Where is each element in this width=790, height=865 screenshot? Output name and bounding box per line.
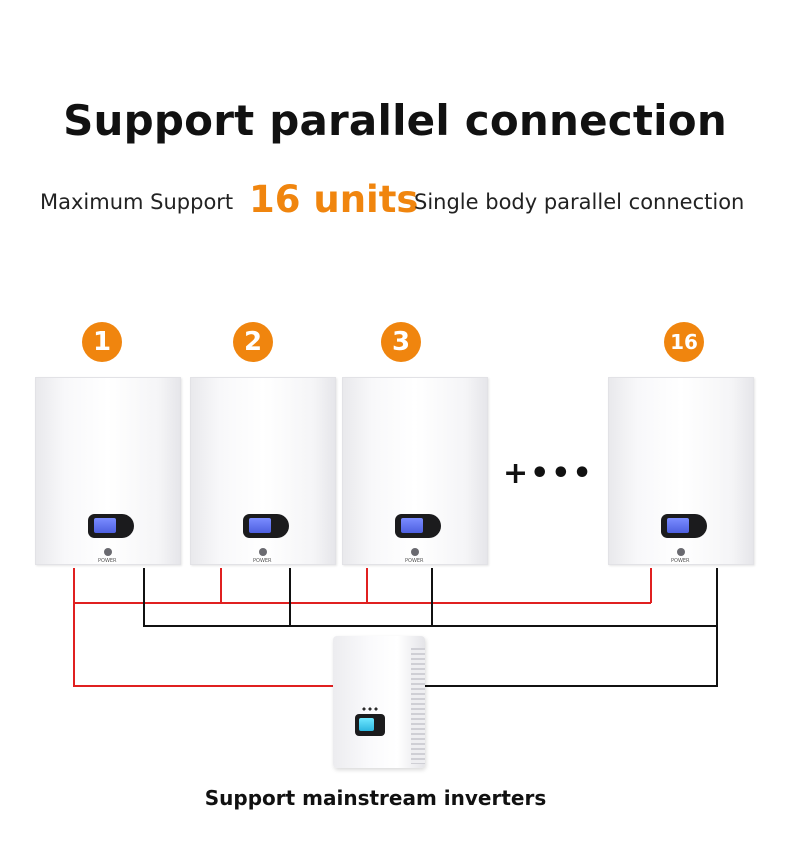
lcd-screen xyxy=(401,518,423,533)
battery-3-badge: 3 xyxy=(381,322,421,362)
battery-unit-16: POWER xyxy=(608,377,754,565)
negative-wire-bus xyxy=(143,568,717,627)
subtitle-prefix: Maximum Support xyxy=(40,190,234,214)
battery-display xyxy=(661,514,707,538)
lcd-screen xyxy=(249,518,271,533)
lcd-screen xyxy=(359,718,374,731)
battery-1-badge: 1 xyxy=(82,322,122,362)
battery-unit-2: POWER xyxy=(190,377,336,565)
negative-wire-main xyxy=(425,568,718,687)
positive-wire-main xyxy=(73,568,333,687)
lcd-screen xyxy=(94,518,116,533)
positive-wires xyxy=(73,568,652,687)
power-label: POWER xyxy=(405,558,424,564)
more-units-ellipsis: +••• xyxy=(503,456,594,491)
power-button-icon xyxy=(104,548,112,556)
lcd-screen xyxy=(667,518,689,533)
indicator-leds xyxy=(361,707,379,711)
page-title: Support parallel connection xyxy=(63,96,727,145)
battery-display xyxy=(243,514,289,538)
battery-display xyxy=(395,514,441,538)
power-button-icon xyxy=(259,548,267,556)
power-button-icon xyxy=(411,548,419,556)
inverter-vent xyxy=(411,648,425,764)
inverter-unit xyxy=(333,636,425,768)
battery-16-badge: 16 xyxy=(664,322,704,362)
battery-unit-3: POWER xyxy=(342,377,488,565)
power-label: POWER xyxy=(671,558,690,564)
inverter-display xyxy=(355,714,385,736)
battery-display xyxy=(88,514,134,538)
power-label: POWER xyxy=(253,558,272,564)
power-button-icon xyxy=(677,548,685,556)
subtitle-highlight: 16 units xyxy=(249,178,419,221)
battery-unit-1: POWER xyxy=(35,377,181,565)
negative-wires xyxy=(143,568,718,687)
subtitle-suffix: Single body parallel connection xyxy=(414,190,745,214)
inverter-caption: Support mainstream inverters xyxy=(204,786,547,810)
battery-2-badge: 2 xyxy=(233,322,273,362)
power-label: POWER xyxy=(98,558,117,564)
